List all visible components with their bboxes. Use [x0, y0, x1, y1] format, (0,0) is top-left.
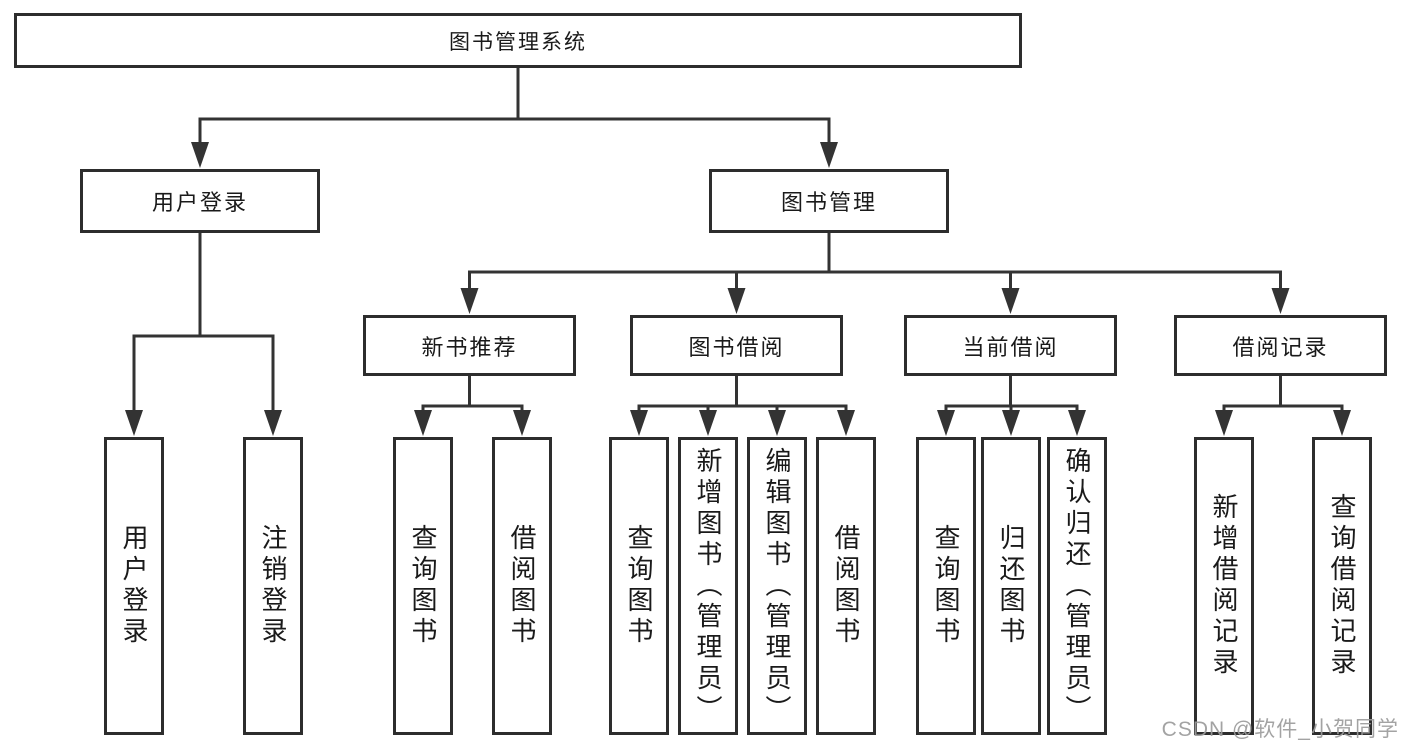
- arrowhead-icon: [1002, 410, 1020, 436]
- node-nbr-borrow-books: 借阅图书: [492, 437, 552, 735]
- node-label-leaf-user-login: 用户登录: [119, 524, 149, 648]
- node-cb-confirm-return: 确认归还（管理员）: [1047, 437, 1107, 735]
- node-new-book-rec: 新书推荐: [363, 315, 576, 376]
- node-label-book-borrow: 图书借阅: [688, 334, 785, 360]
- node-nbr-query-books: 查询图书: [393, 437, 453, 735]
- node-leaf-logout: 注销登录: [243, 437, 303, 735]
- arrowhead-icon: [191, 142, 209, 168]
- node-label-book-mgmt: 图书管理: [780, 190, 877, 215]
- node-book-borrow: 图书借阅: [630, 315, 843, 376]
- arrowhead-icon: [937, 410, 955, 436]
- node-cb-return-books: 归还图书: [981, 437, 1041, 735]
- node-label-bb-edit-books: 编辑图书（管理员）: [762, 446, 792, 726]
- node-label-br-add-record: 新增借阅记录: [1209, 493, 1239, 679]
- arrowhead-icon: [630, 410, 648, 436]
- node-borrow-records: 借阅记录: [1174, 315, 1387, 376]
- arrowhead-icon: [1215, 410, 1233, 436]
- arrowhead-icon: [727, 288, 746, 314]
- node-label-user-login: 用户登录: [151, 190, 248, 215]
- arrowhead-icon: [837, 410, 855, 436]
- arrowhead-icon: [460, 288, 479, 314]
- node-cb-query-books: 查询图书: [916, 437, 976, 735]
- node-label-bb-add-books: 新增图书（管理员）: [693, 446, 723, 726]
- node-label-cb-return-books: 归还图书: [996, 524, 1026, 648]
- node-bb-query-books: 查询图书: [609, 437, 669, 735]
- watermark: CSDN @软件_小贺同学: [1161, 718, 1399, 741]
- node-label-borrow-records: 借阅记录: [1232, 334, 1329, 360]
- node-label-br-query-record: 查询借阅记录: [1327, 493, 1357, 679]
- arrowhead-icon: [125, 410, 143, 436]
- arrowhead-icon: [768, 410, 786, 436]
- node-label-leaf-logout: 注销登录: [258, 524, 288, 648]
- node-label-cb-query-books: 查询图书: [931, 524, 961, 648]
- node-bb-add-books: 新增图书（管理员）: [678, 437, 738, 735]
- node-bb-edit-books: 编辑图书（管理员）: [747, 437, 807, 735]
- arrowhead-icon: [699, 410, 717, 436]
- arrowhead-icon: [414, 410, 432, 436]
- arrowhead-icon: [1271, 288, 1290, 314]
- node-leaf-user-login: 用户登录: [104, 437, 164, 735]
- arrowhead-icon: [1068, 410, 1086, 436]
- node-bb-borrow-books: 借阅图书: [816, 437, 876, 735]
- node-label-cb-confirm-return: 确认归还（管理员）: [1062, 446, 1092, 726]
- node-root: 图书管理系统: [14, 13, 1022, 68]
- arrowhead-icon: [264, 410, 282, 436]
- node-br-query-record: 查询借阅记录: [1312, 437, 1372, 735]
- node-label-nbr-query-books: 查询图书: [408, 524, 438, 648]
- arrowhead-icon: [1001, 288, 1020, 314]
- arrowhead-icon: [820, 142, 838, 168]
- arrowhead-icon: [513, 410, 531, 436]
- arrowhead-icon: [1333, 410, 1351, 436]
- node-label-new-book-rec: 新书推荐: [421, 334, 518, 360]
- node-book-mgmt: 图书管理: [709, 169, 949, 233]
- node-label-bb-borrow-books: 借阅图书: [831, 524, 861, 648]
- node-label-current-borrow: 当前借阅: [962, 334, 1059, 360]
- node-label-bb-query-books: 查询图书: [624, 524, 654, 648]
- node-user-login: 用户登录: [80, 169, 320, 233]
- node-br-add-record: 新增借阅记录: [1194, 437, 1254, 735]
- node-label-nbr-borrow-books: 借阅图书: [507, 524, 537, 648]
- node-current-borrow: 当前借阅: [904, 315, 1117, 376]
- node-label-root: 图书管理系统: [449, 30, 587, 54]
